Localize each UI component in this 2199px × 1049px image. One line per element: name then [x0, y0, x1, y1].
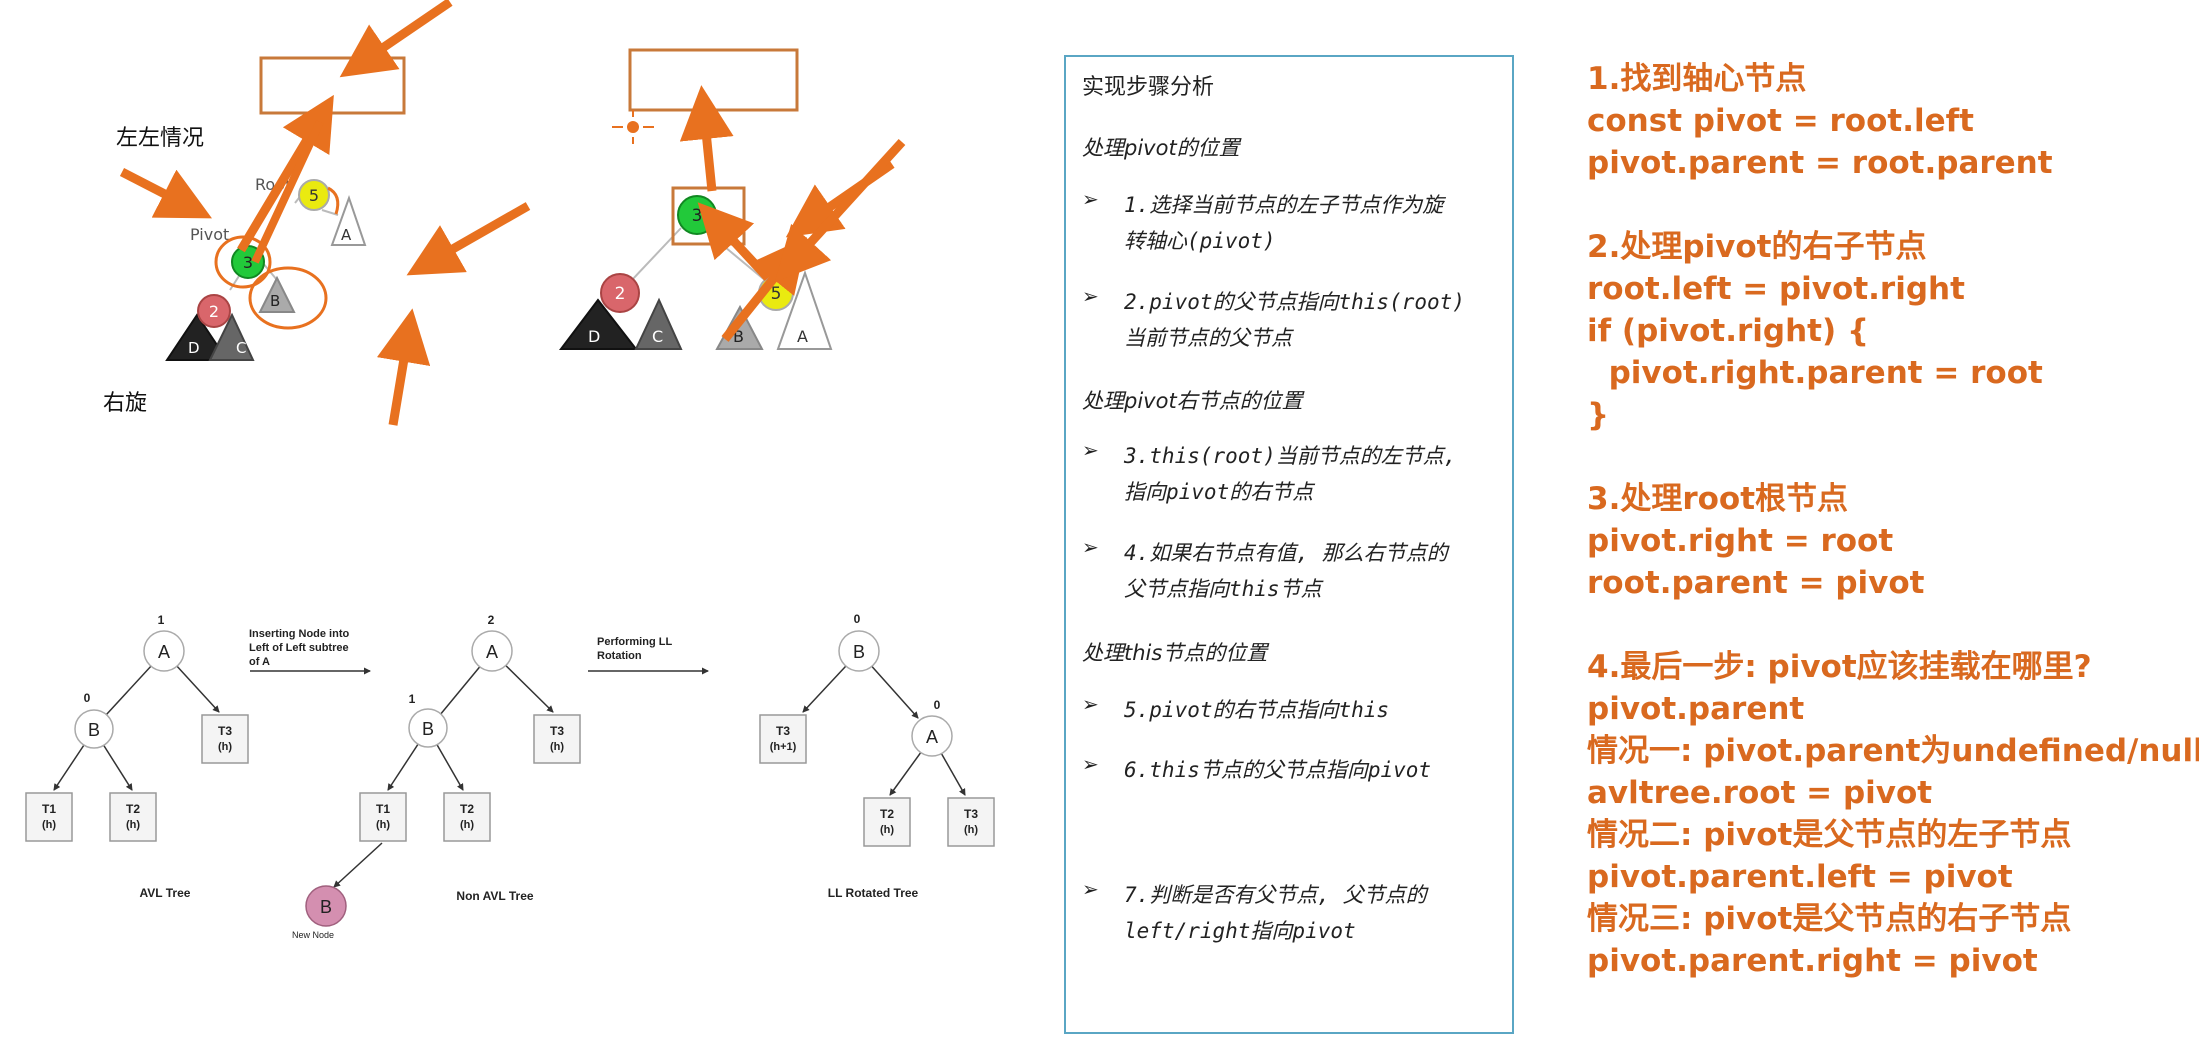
subtree-a-before-label: A	[341, 226, 352, 244]
step-1: ➢ 1.选择当前节点的左子节点作为旋转轴心(pivot)	[1082, 187, 1507, 259]
subtree-b-before	[258, 275, 296, 313]
subtree-c-after-label: C	[652, 327, 663, 346]
subtree-a-before	[330, 194, 367, 246]
node-5-before-label: 5	[309, 186, 319, 205]
highlight-circle-pivot	[214, 235, 272, 289]
subtree-c-before	[208, 312, 255, 361]
step-6-line-1: 6.this节点的父节点指向pivot	[1124, 758, 1432, 782]
placeholder-box-left	[259, 56, 406, 115]
bullet-icon: ➢	[1082, 877, 1099, 901]
annotation-arrow-5	[406, 202, 531, 276]
code-line: pivot.parent = root.parent	[1587, 145, 2053, 181]
code-line: 4.最后一步: pivot应该挂载在哪里?	[1587, 649, 2092, 685]
subtree-d-after	[558, 298, 639, 350]
code-notes: 1.找到轴心节点 const pivot = root.left pivot.p…	[1587, 58, 2199, 982]
node-5-before	[298, 179, 330, 211]
code-line: pivot.parent	[1587, 691, 1805, 727]
code-line: 情况三: pivot是父节点的右子节点	[1587, 901, 2072, 937]
step-7-line-2: left/right指向pivot	[1124, 919, 1356, 943]
code-line: if (pivot.right) {	[1587, 313, 1870, 349]
step-2-line-2: 当前节点的父节点	[1124, 326, 1292, 350]
code-line: const pivot = root.left	[1587, 103, 1974, 139]
annotation-arrow-11	[774, 138, 906, 282]
annotation-arrow-6	[376, 308, 431, 426]
annotation-arrow-1	[339, 0, 453, 78]
cursor-icon	[612, 110, 654, 144]
bullet-icon: ➢	[1082, 535, 1099, 559]
subtree-c-before-label: C	[236, 339, 246, 357]
node-3-after-label: 3	[692, 206, 703, 226]
code-line	[1587, 604, 2187, 646]
node-2-before-label: 2	[209, 302, 219, 321]
code-line: avltree.root = pivot	[1587, 775, 1933, 811]
subtree-a-after	[776, 269, 833, 350]
annotation-arrow-2	[237, 94, 334, 253]
bullet-icon: ➢	[1082, 187, 1099, 211]
step-4: ➢ 4.如果右节点有值, 那么右节点的父节点指向this节点	[1082, 535, 1507, 607]
subtree-b-after-label: B	[733, 327, 744, 346]
code-line: pivot.parent.right = pivot	[1587, 943, 2038, 979]
step-2-line-1: 2.pivot的父节点指向this(root)	[1124, 290, 1465, 314]
section-title-pivot-right: 处理pivot右节点的位置	[1082, 389, 1303, 413]
step-1-line-1: 1.选择当前节点的左子节点作为旋	[1124, 193, 1444, 217]
annotation-arrow-7	[679, 85, 734, 192]
code-line: root.left = pivot.right	[1587, 271, 1965, 307]
code-line: 1.找到轴心节点	[1587, 61, 1807, 97]
annotation-arrow-4	[119, 167, 213, 219]
node-3-before-label: 3	[243, 253, 253, 272]
right-rotate-label: 右旋	[103, 391, 148, 416]
step-3-line-1: 3.this(root)当前节点的左节点,	[1124, 444, 1457, 468]
subtree-b-before-label: B	[270, 292, 280, 310]
section-title-this: 处理this节点的位置	[1082, 641, 1268, 665]
panel-title: 实现步骤分析	[1082, 75, 1215, 100]
bullet-icon: ➢	[1082, 438, 1099, 462]
node-2-after-label: 2	[615, 284, 626, 304]
code-line: 3.处理root根节点	[1587, 481, 1849, 517]
subtree-d-before	[165, 313, 229, 361]
pivot-label: Pivot	[190, 225, 229, 244]
placeholder-box-right	[628, 48, 799, 112]
subtree-c-after	[634, 297, 683, 350]
code-line: pivot.right = root	[1587, 523, 1894, 559]
step-7: ➢ 7.判断是否有父节点, 父节点的 left/right指向pivot	[1082, 877, 1507, 949]
bullet-icon: ➢	[1082, 284, 1099, 308]
code-line	[1587, 436, 2187, 478]
code-line: 情况一: pivot.parent为undefined/null	[1587, 733, 2199, 769]
section-title-pivot: 处理pivot的位置	[1082, 136, 1240, 160]
step-3-line-2: 指向pivot的右节点	[1124, 480, 1314, 504]
code-line: 2.处理pivot的右子节点	[1587, 229, 1927, 265]
code-line: 情况二: pivot是父节点的左子节点	[1587, 817, 2072, 853]
steps-panel: 实现步骤分析 处理pivot的位置 ➢ 1.选择当前节点的左子节点作为旋转轴心(…	[1064, 55, 1514, 1034]
step-2: ➢ 2.pivot的父节点指向this(root) 当前节点的父节点	[1082, 284, 1507, 356]
subtree-d-after-label: D	[588, 327, 600, 346]
step-7-line-1: 7.判断是否有父节点, 父节点的	[1124, 883, 1427, 907]
code-line: pivot.right.parent = root	[1587, 355, 2043, 391]
code-line: root.parent = pivot	[1587, 565, 1925, 601]
step-1-line-2: 转轴心(pivot)	[1124, 229, 1276, 253]
left-left-case-label: 左左情况	[116, 126, 205, 151]
subtree-d-before-label: D	[188, 339, 200, 357]
annotation-arrow-8	[697, 202, 772, 282]
step-4-line-2: 父节点指向this节点	[1124, 577, 1322, 601]
subtree-a-after-label: A	[797, 327, 808, 346]
node-2-after	[600, 273, 640, 313]
step-6: ➢ 6.this节点的父节点指向pivot	[1082, 752, 1507, 788]
step-5: ➢ 5.pivot的右节点指向this	[1082, 692, 1507, 728]
bullet-icon: ➢	[1082, 752, 1099, 776]
bullet-icon: ➢	[1082, 692, 1099, 716]
code-line	[1587, 184, 2187, 226]
step-5-line-1: 5.pivot的右节点指向this	[1124, 698, 1390, 722]
code-line: pivot.parent.left = pivot	[1587, 859, 2013, 895]
step-3: ➢ 3.this(root)当前节点的左节点, 指向pivot的右节点	[1082, 438, 1507, 510]
highlight-circle-b	[248, 266, 328, 330]
step-4-line-1: 4.如果右节点有值, 那么右节点的	[1124, 541, 1448, 565]
node-2-before	[197, 294, 231, 328]
annotation-arrow-3	[251, 120, 324, 264]
code-line: }	[1587, 397, 1610, 433]
